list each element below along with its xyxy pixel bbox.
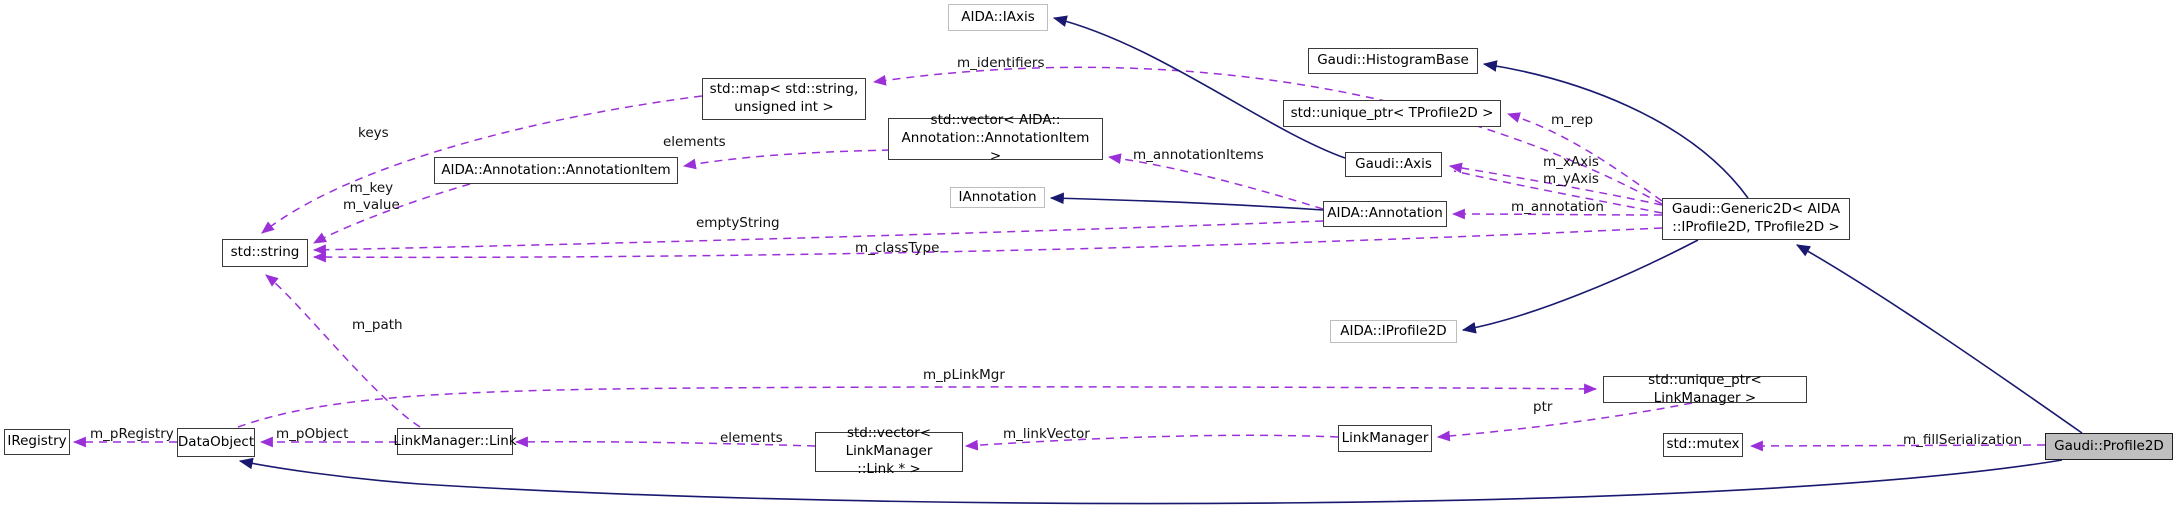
- node-std-map[interactable]: std::map< std::string, unsigned int >: [702, 78, 866, 120]
- edge-m-key-value: [313, 183, 471, 244]
- edge-axis-inherits-iaxis: [1052, 15, 1346, 159]
- edge-ptr: [1436, 402, 1693, 442]
- node-dataobject[interactable]: DataObject: [177, 428, 255, 457]
- node-gaudi-generic2d[interactable]: Gaudi::Generic2D< AIDA ::IProfile2D, TPr…: [1662, 198, 1850, 240]
- edge-profile2d-inherits-generic2d: [1795, 244, 2083, 434]
- edge-m-fillserialization: [1749, 440, 2046, 452]
- node-iregistry[interactable]: IRegistry: [4, 429, 70, 455]
- edge-m-classtype: [312, 227, 1663, 263]
- edge-m-plinkmgr: [237, 383, 1598, 428]
- node-std-mutex[interactable]: std::mutex: [1663, 433, 1743, 457]
- node-gaudi-histogrambase[interactable]: Gaudi::HistogramBase: [1308, 48, 1478, 74]
- node-aida-iprofile2d: AIDA::IProfile2D: [1330, 320, 1457, 343]
- edge-m-xaxis: [1448, 162, 1663, 206]
- edge-m-annotation: [1451, 208, 1663, 220]
- node-aida-iaxis: AIDA::IAxis: [948, 4, 1048, 31]
- node-linkmanager-link[interactable]: LinkManager::Link: [393, 428, 517, 455]
- node-linkmanager[interactable]: LinkManager: [1338, 425, 1432, 452]
- node-std-vector-annotationitem[interactable]: std::vector< AIDA:: Annotation::Annotati…: [888, 112, 1103, 164]
- edge-generic2d-inherits-histogrambase: [1482, 60, 1749, 199]
- edge-emptystring: [312, 220, 1324, 256]
- edge-m-yaxis: [1453, 170, 1663, 214]
- edge-m-identifiers: [872, 66, 1663, 205]
- edge-annotation-inherits-iannotation: [1049, 192, 1324, 211]
- node-iannotation: IAnnotation: [950, 187, 1045, 208]
- node-unique-ptr-tprofile2d[interactable]: std::unique_ptr< TProfile2D >: [1283, 100, 1501, 127]
- node-gaudi-axis[interactable]: Gaudi::Axis: [1345, 152, 1442, 177]
- node-std-vector-link[interactable]: std::vector< LinkManager ::Link * >: [815, 425, 963, 477]
- edge-profile2d-inherits-dataobject: [238, 457, 2063, 505]
- node-std-string[interactable]: std::string: [222, 239, 308, 267]
- edge-m-linkvector: [964, 434, 1339, 451]
- node-aida-annotation[interactable]: AIDA::Annotation: [1323, 201, 1447, 227]
- edge-m-path: [265, 274, 421, 428]
- edge-generic2d-inherits-iprofile2d: [1461, 239, 1699, 334]
- node-unique-ptr-linkmanager[interactable]: std::unique_ptr< LinkManager >: [1603, 372, 1807, 406]
- edge-elements-top: [682, 149, 891, 170]
- edge-elements-bottom: [514, 436, 816, 448]
- node-gaudi-profile2d: Gaudi::Profile2D: [2045, 433, 2173, 460]
- node-annotation-item[interactable]: AIDA::Annotation::AnnotationItem: [434, 157, 678, 184]
- edge-m-rep: [1506, 112, 1663, 202]
